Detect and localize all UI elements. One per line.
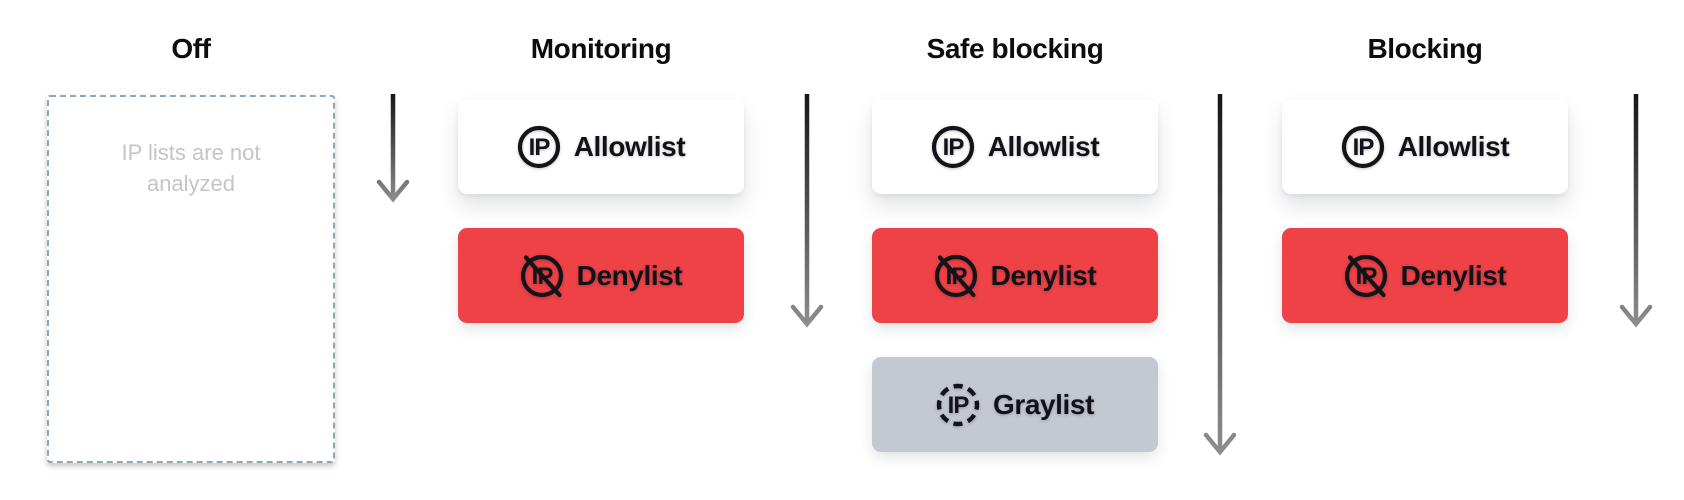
denylist-card: IP Denylist xyxy=(458,228,744,323)
ip-icon-text: IP xyxy=(942,134,964,161)
card-label: Allowlist xyxy=(573,130,686,162)
allowlist-card: IP Allowlist xyxy=(1282,99,1568,194)
ip-icon-text: IP xyxy=(528,134,550,161)
column-title-blocking: Blocking xyxy=(1367,33,1483,64)
off-placeholder-text: IP lists are not analyzed xyxy=(121,140,261,196)
ip-icon-text: IP xyxy=(1352,134,1374,161)
ip-blocked-icon: IP xyxy=(1344,254,1387,297)
card-label: Allowlist xyxy=(987,130,1100,162)
column-monitoring: Monitoring IP Allowlist IP Denylist xyxy=(458,0,744,500)
dashed-border xyxy=(47,95,335,463)
ip-blocked-icon: IP xyxy=(520,254,563,297)
denylist-card: IP Denylist xyxy=(872,228,1158,323)
ip-circle-icon: IP xyxy=(517,125,560,168)
ip-circle-icon: IP xyxy=(1341,125,1384,168)
down-arrow-safe-blocking-to-blocking xyxy=(1203,94,1237,456)
column-off: Off IP lists are not analyzed xyxy=(47,0,335,500)
allowlist-card: IP Allowlist xyxy=(458,99,744,194)
ip-icon-text: IP xyxy=(948,392,970,419)
ip-blocked-icon: IP xyxy=(934,254,977,297)
down-arrow-after-blocking xyxy=(1619,94,1653,328)
column-title-safe-blocking: Safe blocking xyxy=(926,33,1104,64)
card-label: Allowlist xyxy=(1397,130,1510,162)
column-safe-blocking: Safe blocking IP Allowlist IP Denylist xyxy=(872,0,1158,500)
card-label: Denylist xyxy=(990,259,1097,291)
down-arrow-off-to-monitoring xyxy=(376,94,410,203)
column-title-off: Off xyxy=(171,33,211,64)
column-title-monitoring: Monitoring xyxy=(530,33,672,64)
card-label: Denylist xyxy=(576,259,683,291)
column-blocking: Blocking IP Allowlist IP Denylist xyxy=(1282,0,1568,500)
card-label: Graylist xyxy=(992,388,1095,420)
allowlist-card: IP Allowlist xyxy=(872,99,1158,194)
ip-dashed-circle-icon: IP xyxy=(936,383,980,426)
off-empty-box: IP lists are not analyzed xyxy=(47,95,335,463)
ip-circle-icon: IP xyxy=(931,125,974,168)
denylist-card: IP Denylist xyxy=(1282,228,1568,323)
graylist-card: IP Graylist xyxy=(872,357,1158,452)
card-label: Denylist xyxy=(1400,259,1507,291)
down-arrow-monitoring-to-safe-blocking xyxy=(790,94,824,328)
